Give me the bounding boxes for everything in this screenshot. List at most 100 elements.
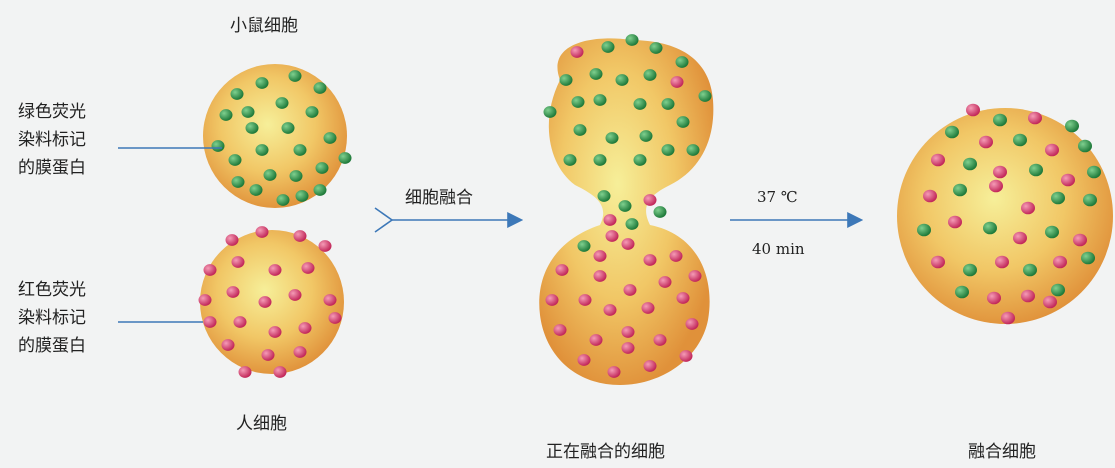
green-protein-dot <box>245 122 259 134</box>
red-protein-dot <box>989 179 1003 193</box>
green-protein-dot <box>573 124 587 136</box>
fused-cell-mixed-proteins <box>917 103 1101 325</box>
green-protein-dot <box>618 200 632 212</box>
green-protein-label: 绿色荧光 染料标记 的膜蛋白 <box>18 102 86 178</box>
red-protein-dot <box>225 234 239 246</box>
green-protein-dot <box>676 116 690 128</box>
green-protein-dot <box>249 184 263 196</box>
human-cell-red-proteins <box>198 226 342 378</box>
red-protein-dot <box>258 296 272 308</box>
red-protein-dot <box>605 230 619 242</box>
red-protein-dot <box>643 194 657 206</box>
red-protein-dot <box>553 324 567 336</box>
green-protein-dot <box>276 194 290 206</box>
green-protein-dot <box>231 176 245 188</box>
red-protein-dot <box>1001 311 1015 325</box>
fusing-cell <box>539 34 714 386</box>
fused-cell-label: 融合细胞 <box>968 442 1036 462</box>
red-protein-dot <box>643 360 657 372</box>
red-protein-dot <box>203 316 217 328</box>
green-protein-dot <box>559 74 573 86</box>
red-protein-dot <box>603 214 617 226</box>
red-protein-dot <box>268 264 282 276</box>
red-protein-dot <box>676 292 690 304</box>
green-protein-dot <box>1083 193 1097 207</box>
green-protein-dot <box>219 109 233 121</box>
green-protein-dot <box>649 42 663 54</box>
red-protein-dot <box>603 304 617 316</box>
green-protein-dot <box>295 190 309 202</box>
red-protein-dot <box>231 256 245 268</box>
time-label: 40 min <box>752 240 805 258</box>
red-protein-dot <box>545 294 559 306</box>
green-protein-dot <box>983 221 997 235</box>
red-protein-dot <box>578 294 592 306</box>
red-protein-dot <box>688 270 702 282</box>
red-protein-dot <box>923 189 937 203</box>
red-protein-dot <box>621 326 635 338</box>
human-cell-label: 人细胞 <box>236 414 287 434</box>
red-protein-dot <box>621 238 635 250</box>
green-protein-dot <box>963 157 977 171</box>
green-protein-dot <box>625 34 639 46</box>
red-protein-dot <box>979 135 993 149</box>
green-protein-dot <box>601 41 615 53</box>
red-protein-dot <box>993 165 1007 179</box>
red-protein-dot <box>1021 289 1035 303</box>
mouse-cell-green-proteins <box>211 70 352 206</box>
green-protein-dot <box>653 206 667 218</box>
red-protein-dot <box>621 342 635 354</box>
red-protein-dot <box>268 326 282 338</box>
green-protein-dot <box>1087 165 1101 179</box>
red-protein-dot <box>1043 295 1057 309</box>
green-protein-dot <box>313 184 327 196</box>
fusing-cell-label: 正在融合的细胞 <box>546 442 665 462</box>
red-protein-dot <box>255 226 269 238</box>
green-protein-dot <box>661 98 675 110</box>
red-protein-dot <box>589 334 603 346</box>
red-protein-dot <box>555 264 569 276</box>
green-protein-dot <box>263 169 277 181</box>
red-protein-dot <box>641 302 655 314</box>
green-protein-dot <box>597 190 611 202</box>
green-protein-dot <box>1029 163 1043 177</box>
green-protein-dot <box>945 125 959 139</box>
red-protein-dot <box>261 349 275 361</box>
green-protein-dot <box>593 154 607 166</box>
green-protein-dot <box>675 56 689 68</box>
red-protein-dot <box>931 255 945 269</box>
red-protein-dot <box>577 354 591 366</box>
green-protein-dot <box>615 74 629 86</box>
green-protein-dot <box>1081 251 1095 265</box>
green-protein-dot <box>1078 139 1092 153</box>
red-protein-dot <box>995 255 1009 269</box>
red-protein-dot <box>323 294 337 306</box>
red-protein-dot <box>670 76 684 88</box>
green-protein-dot <box>917 223 931 237</box>
green-protein-dot <box>315 162 329 174</box>
green-protein-dot <box>563 154 577 166</box>
red-protein-dot <box>623 284 637 296</box>
red-protein-dot <box>238 366 252 378</box>
red-protein-dot <box>328 312 342 324</box>
green-protein-dot <box>571 96 585 108</box>
green-protein-dot <box>211 140 225 152</box>
red-protein-dot <box>301 262 315 274</box>
green-protein-dot <box>993 113 1007 127</box>
green-protein-dot <box>313 82 327 94</box>
green-protein-dot <box>338 152 352 164</box>
red-protein-dot <box>685 318 699 330</box>
red-protein-dot <box>948 215 962 229</box>
red-protein-dot <box>679 350 693 362</box>
fusing-cell-proteins <box>543 34 712 378</box>
green-protein-dot <box>323 132 337 144</box>
red-protein-dot <box>570 46 584 58</box>
green-protein-dot <box>625 218 639 230</box>
green-protein-dot <box>633 98 647 110</box>
red-protein-dot <box>318 240 332 252</box>
mouse-cell <box>203 64 352 208</box>
red-protein-dot <box>298 322 312 334</box>
green-protein-dot <box>255 77 269 89</box>
red-protein-dot <box>203 264 217 276</box>
red-protein-dot <box>1021 201 1035 215</box>
